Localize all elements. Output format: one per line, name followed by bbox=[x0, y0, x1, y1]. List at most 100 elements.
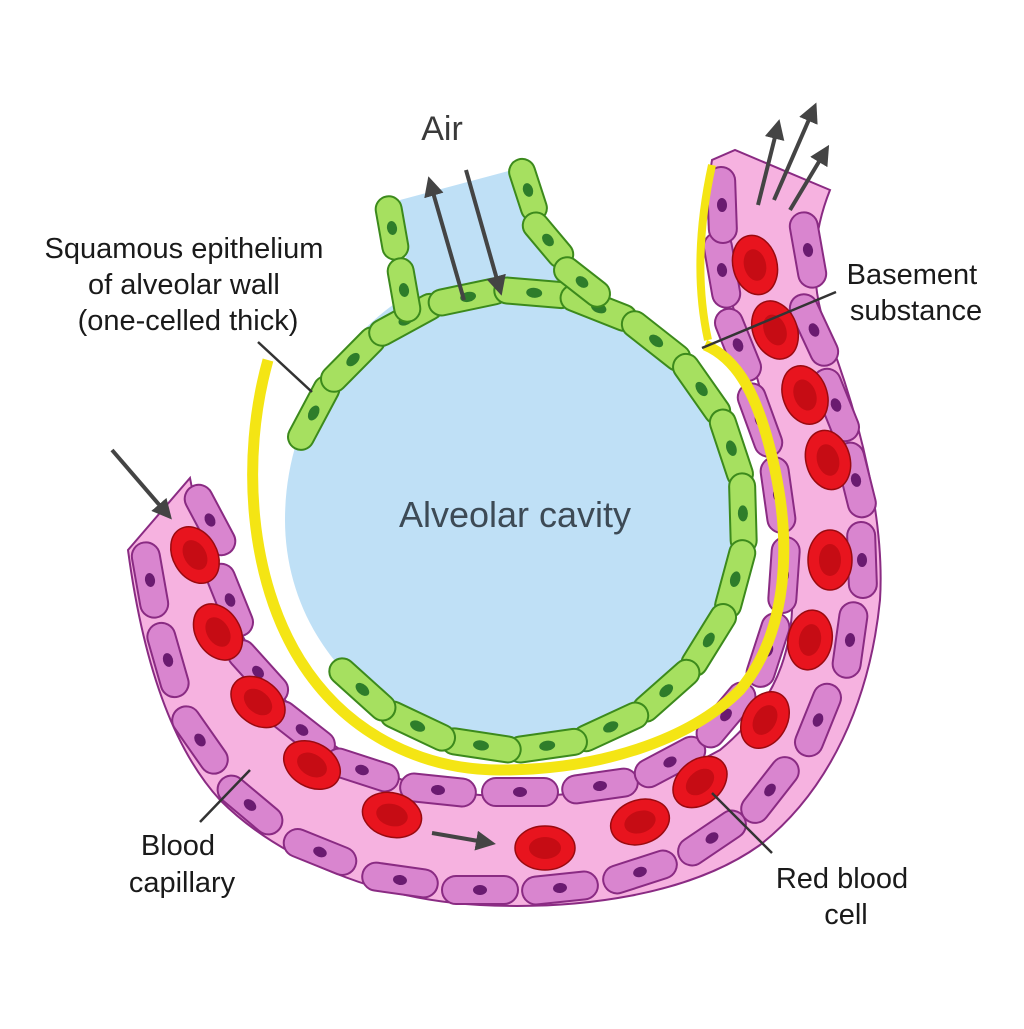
endothelial-cell bbox=[740, 756, 800, 824]
red-blood-cell-center bbox=[376, 803, 408, 827]
endothelial-nucleus bbox=[802, 243, 814, 257]
epithelial-nucleus bbox=[575, 276, 589, 288]
red-blood-cell bbox=[786, 609, 834, 671]
epithelial-nucleus bbox=[729, 571, 741, 588]
epithelial-nucleus bbox=[522, 183, 534, 197]
basement-label-line-2: substance bbox=[850, 295, 982, 327]
red-blood-cell bbox=[781, 365, 829, 425]
red-blood-cell-center bbox=[763, 314, 787, 346]
red-blood-cell-center bbox=[793, 379, 817, 411]
endothelial-nucleus bbox=[144, 573, 156, 587]
endothelial-nucleus bbox=[705, 832, 719, 844]
epithelial-nucleus bbox=[386, 221, 398, 235]
epithelial-nucleus bbox=[659, 684, 674, 698]
endothelial-cell bbox=[706, 166, 738, 244]
epithelial-nucleus bbox=[695, 381, 708, 397]
squamous-label-line-3: (one-celled thick) bbox=[78, 305, 299, 337]
epithelial-nucleus bbox=[726, 440, 737, 456]
endothelial-nucleus bbox=[513, 787, 527, 797]
endothelial-nucleus bbox=[252, 665, 264, 679]
endothelial-nucleus bbox=[194, 733, 206, 747]
endothelial-nucleus bbox=[295, 724, 309, 736]
epithelial-nucleus bbox=[398, 283, 410, 297]
endothelial-cell bbox=[788, 211, 828, 289]
arrow-icon bbox=[110, 448, 172, 520]
endothelial-nucleus bbox=[732, 338, 744, 352]
endothelial-nucleus bbox=[162, 653, 174, 667]
endothelial-cell bbox=[183, 483, 237, 557]
basement-leader bbox=[701, 290, 837, 350]
blood-capillary-label-line-1: Blood bbox=[141, 830, 215, 862]
blood-capillary bbox=[126, 148, 882, 907]
arrow-icon bbox=[431, 830, 496, 851]
endothelial-nucleus bbox=[553, 882, 567, 894]
red-blood-cells bbox=[170, 234, 853, 871]
epithelial-nucleus bbox=[526, 287, 543, 298]
blood-capillary-label-line-2: capillary bbox=[129, 867, 236, 899]
red-blood-cell-center bbox=[685, 768, 715, 796]
epithelial-cell bbox=[328, 657, 397, 722]
red-blood-cell bbox=[609, 798, 671, 846]
endothelial-nucleus bbox=[593, 780, 607, 792]
arrow-icon bbox=[424, 176, 466, 301]
red-blood-cell-center bbox=[243, 688, 273, 716]
epithelial-nucleus bbox=[307, 405, 320, 421]
endothelial-nucleus bbox=[473, 885, 487, 895]
endothelial-cell bbox=[794, 682, 842, 758]
endothelial-nucleus bbox=[850, 473, 862, 487]
epithelial-nucleus bbox=[355, 682, 370, 696]
basement-substance-layer bbox=[247, 339, 790, 776]
red-blood-cell bbox=[192, 603, 244, 661]
endothelial-nucleus bbox=[844, 633, 856, 647]
red-blood-cell-center bbox=[816, 444, 840, 476]
endothelial-nucleus bbox=[812, 713, 824, 727]
red-blood-cell-label-line-2: cell bbox=[824, 899, 868, 931]
endothelial-nucleus bbox=[716, 198, 728, 212]
endothelial-cell bbox=[324, 747, 400, 793]
endothelial-cell bbox=[146, 621, 190, 699]
epithelial-cell bbox=[287, 375, 341, 451]
red-blood-cell-center bbox=[819, 544, 841, 576]
red-blood-cell-center bbox=[798, 624, 822, 656]
epithelial-nucleus bbox=[649, 334, 664, 348]
red-blood-cell-center bbox=[743, 249, 767, 281]
red-blood-cell bbox=[361, 791, 423, 839]
endothelial-nucleus bbox=[243, 799, 257, 811]
red-blood-cell bbox=[750, 300, 800, 360]
epithelial-nucleus bbox=[702, 632, 715, 648]
endothelial-nucleus bbox=[856, 553, 868, 567]
epithelial-nucleus bbox=[410, 720, 426, 732]
endothelial-nucleus bbox=[663, 756, 677, 768]
endothelial-cell bbox=[521, 870, 599, 906]
endothelial-nucleus bbox=[204, 513, 216, 527]
squamous-label: Squamous epithelium of alveolar wall (on… bbox=[45, 233, 332, 337]
squamous-epithelium bbox=[287, 157, 758, 764]
red-blood-cell bbox=[807, 529, 853, 591]
arrow-icon bbox=[756, 119, 785, 206]
endothelial-nucleus bbox=[313, 846, 327, 858]
red-blood-cell-center bbox=[529, 837, 561, 859]
squamous-leader bbox=[257, 341, 313, 393]
red-blood-cell bbox=[804, 429, 852, 491]
air-label: Air bbox=[421, 110, 463, 148]
basement-label-line-1: Basement bbox=[847, 259, 978, 291]
arrow-icon bbox=[464, 169, 506, 296]
endothelial-cell bbox=[216, 774, 284, 836]
red-blood-cell-center bbox=[297, 752, 327, 778]
endothelial-cell bbox=[677, 809, 747, 867]
red-blood-cell bbox=[170, 526, 220, 584]
epithelial-nucleus bbox=[542, 233, 554, 247]
red-blood-cell bbox=[514, 825, 576, 871]
red-blood-cell-center bbox=[752, 705, 778, 735]
endothelial-nucleus bbox=[764, 783, 776, 797]
epithelial-cell bbox=[386, 257, 422, 323]
endothelial-cell bbox=[788, 293, 840, 367]
capillary-leader bbox=[199, 769, 251, 823]
red-blood-cell-center bbox=[182, 540, 208, 570]
arrow-icon bbox=[788, 144, 830, 212]
squamous-label-line-1: Squamous epithelium bbox=[45, 233, 324, 265]
epithelial-cell bbox=[440, 727, 522, 764]
epithelial-cell bbox=[714, 539, 757, 620]
